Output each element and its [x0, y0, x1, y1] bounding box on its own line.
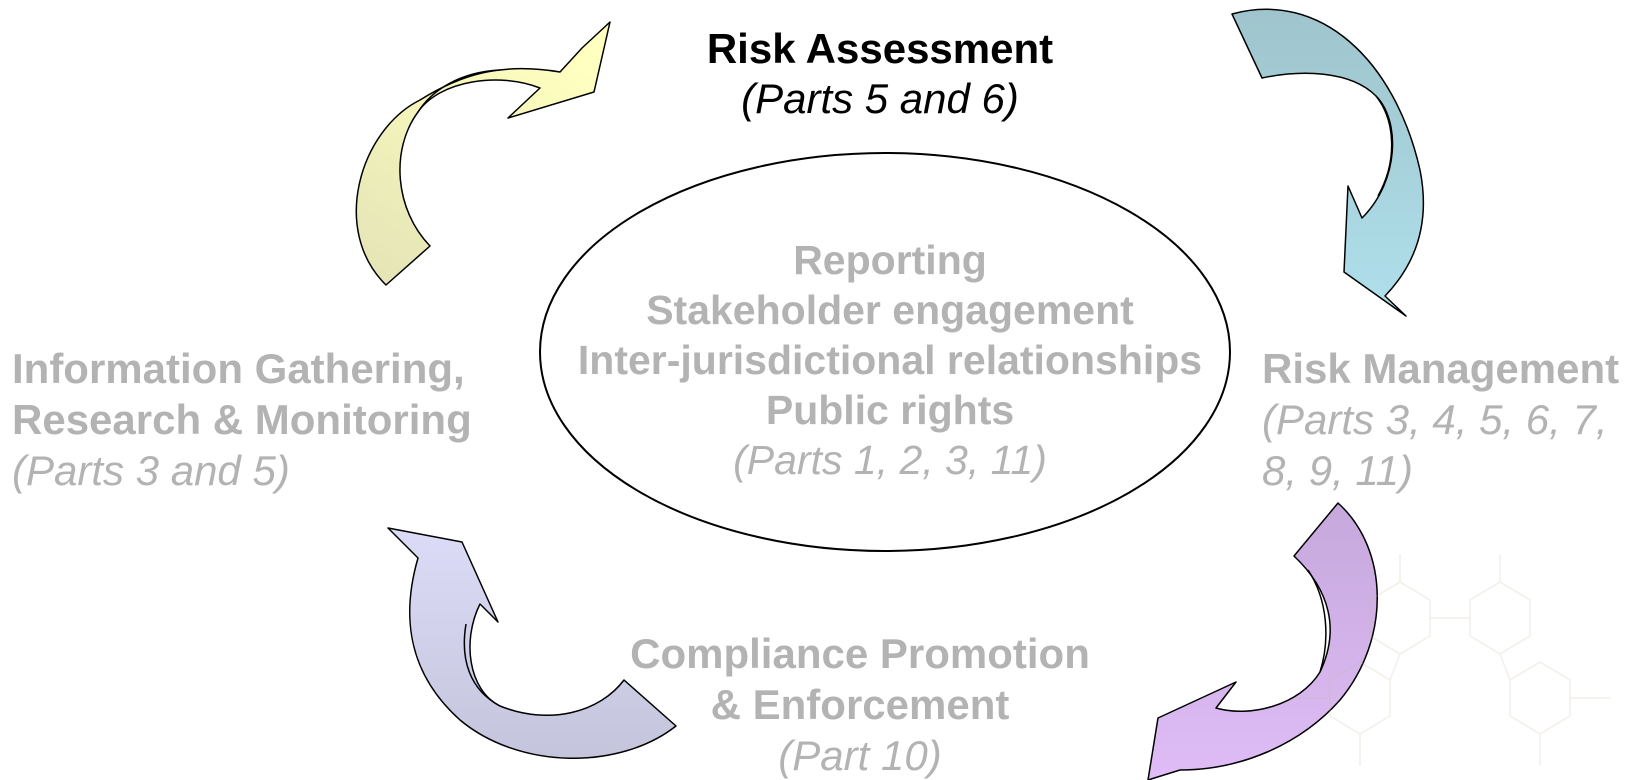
- arrow-purple-icon: [1147, 502, 1378, 780]
- center-item-public-rights: Public rights: [765, 387, 1015, 433]
- center-item-reporting: Reporting: [793, 237, 987, 283]
- center-ellipse: [539, 152, 1231, 552]
- stage-info-gathering-title-line2: Research & Monitoring: [12, 396, 472, 443]
- stage-risk-management: Risk Management (Parts 3, 4, 5, 6, 7, 8,…: [1262, 343, 1619, 496]
- stage-risk-assessment: Risk Assessment (Parts 5 and 6): [560, 24, 1200, 124]
- stage-risk-management-parts-line1: (Parts 3, 4, 5, 6, 7,: [1262, 396, 1608, 443]
- stage-compliance: Compliance Promotion & Enforcement (Part…: [560, 628, 1160, 780]
- center-item-stakeholder-engagement: Stakeholder engagement: [646, 287, 1134, 333]
- arrow-yellow-icon: [355, 21, 611, 286]
- arrow-teal-icon: [1231, 8, 1425, 317]
- stage-risk-management-parts-line2: 8, 9, 11): [1262, 447, 1413, 494]
- stage-info-gathering-title-line1: Information Gathering,: [12, 345, 465, 392]
- stage-info-gathering-parts: (Parts 3 and 5): [12, 447, 290, 494]
- stage-risk-assessment-parts: (Parts 5 and 6): [741, 75, 1019, 122]
- molecule-watermark-icon: [1294, 554, 1610, 766]
- stage-compliance-title-line2: & Enforcement: [710, 681, 1010, 728]
- center-topics: Reporting Stakeholder engagement Inter-j…: [540, 235, 1240, 485]
- center-item-inter-jurisdictional: Inter-jurisdictional relationships: [577, 337, 1203, 383]
- arrow-lavender-icon: [387, 527, 677, 759]
- stage-risk-assessment-title: Risk Assessment: [706, 25, 1054, 72]
- stage-risk-management-title: Risk Management: [1262, 345, 1620, 392]
- center-parts: (Parts 1, 2, 3, 11): [733, 437, 1047, 483]
- stage-compliance-parts: (Part 10): [778, 732, 942, 779]
- stage-compliance-title-line1: Compliance Promotion: [630, 630, 1090, 677]
- stage-info-gathering: Information Gathering, Research & Monito…: [12, 343, 472, 496]
